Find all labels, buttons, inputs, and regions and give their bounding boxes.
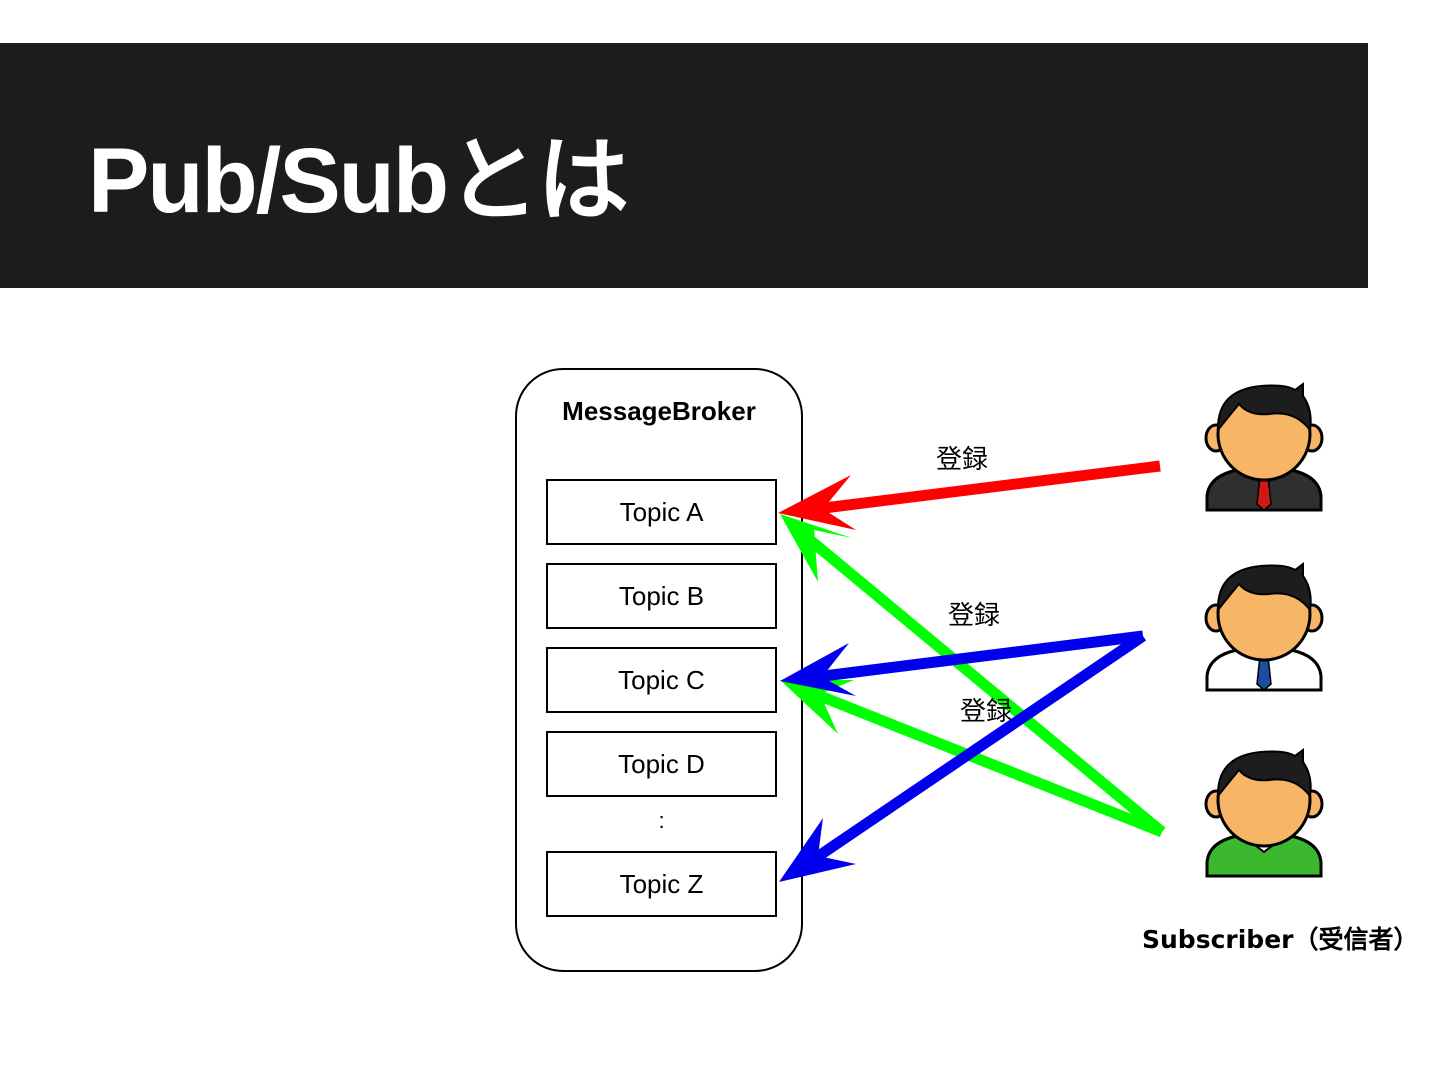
green-arrow-to-topic-c: [780, 680, 1165, 838]
topic-b-label: Topic B: [618, 580, 705, 611]
slide-title: Pub/Subとは: [88, 130, 629, 232]
topic-d-label: Topic D: [618, 748, 705, 779]
green-arrow-to-topic-a: [780, 514, 1166, 837]
topic-d-box: Topic D: [546, 731, 777, 797]
topic-b-box: Topic B: [546, 563, 777, 629]
topic-a-box: Topic A: [546, 479, 777, 545]
topic-ellipsis: :: [658, 808, 665, 833]
blue-arrow-to-topic-c: [780, 630, 1144, 696]
topic-z-label: Topic Z: [619, 868, 704, 899]
message-broker-title: MessageBroker: [562, 396, 756, 426]
person-green-shirt-icon: [1204, 748, 1324, 878]
register-label-3: 登録: [960, 697, 1013, 727]
topic-z-box: Topic Z: [546, 851, 777, 917]
register-label-1: 登録: [936, 445, 989, 475]
title-bar: [0, 43, 1368, 288]
topic-c-box: Topic C: [546, 647, 777, 713]
person-blue-tie-icon: [1204, 562, 1324, 692]
register-label-2: 登録: [948, 601, 1001, 631]
topic-c-label: Topic C: [618, 664, 705, 695]
person-red-tie-icon: [1204, 382, 1324, 512]
red-arrow: [778, 460, 1161, 530]
subscriber-caption: Subscriber（受信者）: [1142, 925, 1419, 954]
topic-a-label: Topic A: [619, 496, 704, 527]
blue-arrow-to-topic-z: [779, 631, 1147, 882]
